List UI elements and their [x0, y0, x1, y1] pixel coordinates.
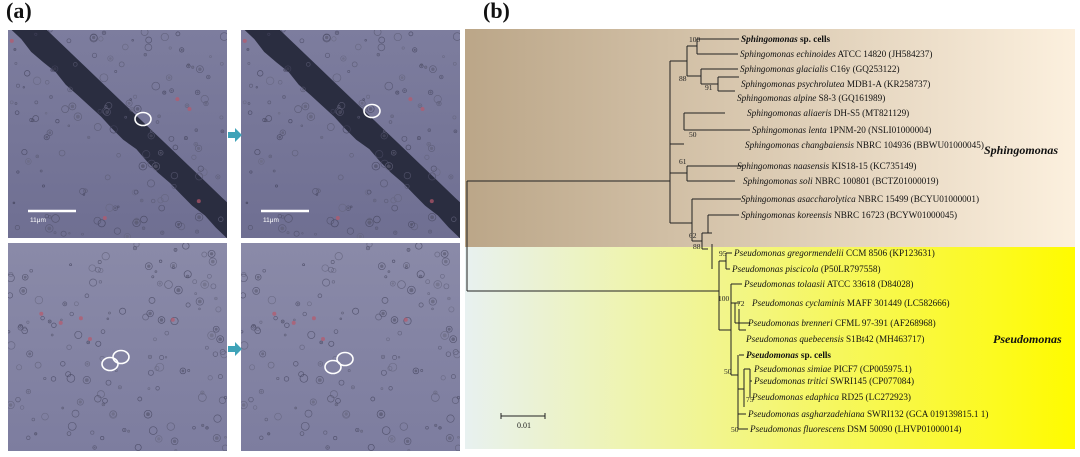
panel-b-label: (b) [483, 0, 510, 23]
taxon-label-sphingomonas: Sphingomonas glacialis C16y (GQ253122) [740, 64, 900, 74]
svg-text:11μm: 11μm [263, 217, 279, 224]
taxon-label-pseudomonas: Pseudomonas brenneri CFML 97-391 (AF2689… [747, 318, 936, 328]
taxon-label-pseudomonas: Pseudomonas cyclaminis MAFF 301449 (LC58… [751, 298, 950, 308]
panel-a-label: (a) [6, 0, 32, 23]
taxon-label-pseudomonas: Pseudomonas asgharzadehiana SWRI132 (GCA… [747, 409, 988, 419]
taxon-label-pseudomonas: Pseudomonas edaphica RD25 (LC272923) [751, 392, 911, 402]
clade-label-sphingomonas: Sphingomonas [984, 143, 1058, 157]
taxon-label-sphingomonas: Sphingomonas koreensis NBRC 16723 (BCYW0… [741, 210, 957, 220]
bootstrap-value: 61 [679, 157, 687, 166]
clade-label-pseudomonas: Pseudomonas [993, 332, 1062, 346]
taxon-label-sphingomonas: Sphingomonas aliaeris DH-S5 (MT821129) [747, 108, 909, 118]
taxon-label-sphingomonas: Sphingomonas lenta 1PNM-20 (NSLI01000004… [752, 125, 931, 135]
sphingomonas-clade-background [465, 29, 1075, 247]
micrograph-top-right: 11μm [241, 30, 460, 238]
bootstrap-value: 88 [679, 74, 687, 83]
taxon-label-pseudomonas: Pseudomonas tolaasii ATCC 33618 (D84028) [743, 279, 913, 289]
bootstrap-value: 95 [719, 249, 727, 258]
taxon-label-sphingomonas: Sphingomonas soli NBRC 100801 (BCTZ01000… [743, 176, 939, 186]
taxon-label-sphingomonas: Sphingomonas echinoides ATCC 14820 (JH58… [740, 49, 932, 59]
pseudomonas-clade-background [465, 247, 1075, 449]
svg-text:11μm: 11μm [30, 217, 46, 224]
bootstrap-value: 91 [705, 83, 713, 92]
taxon-label-sphingomonas: Sphingomonas changbaiensis NBRC 104936 (… [745, 140, 984, 150]
arrow-right-icon [228, 342, 242, 356]
micrograph-top-left: 11μm [8, 30, 227, 238]
taxon-label-pseudomonas: Pseudomonas tritici SWRI145 (CP077084) [753, 376, 914, 386]
taxon-label-sphingomonas: Sphingomonas sp. cells [741, 34, 831, 44]
bootstrap-value: 50 [689, 130, 697, 139]
taxon-label-sphingomonas: Sphingomonas asaccharolytica NBRC 15499 … [741, 194, 979, 204]
taxon-label-pseudomonas: Pseudomonas sp. cells [746, 350, 831, 360]
bootstrap-value: 100 [718, 294, 730, 303]
bootstrap-value: 72 [737, 299, 745, 308]
bootstrap-value: 50 [724, 367, 732, 376]
taxon-label-pseudomonas: Pseudomonas simiae PICF7 (CP005975.1) [753, 364, 912, 374]
taxon-label-sphingomonas: Sphingomonas psychrolutea MDB1-A (KR2587… [741, 79, 930, 89]
scale-bar-label: 0.01 [517, 421, 531, 430]
bootstrap-value: 75 [746, 395, 754, 404]
bootstrap-value: 50 [731, 425, 739, 434]
taxon-label-pseudomonas: Pseudomonas gregormendelii CCM 8506 (KP1… [733, 248, 935, 258]
scale-bar: 0.01 [500, 413, 546, 430]
taxon-label-pseudomonas: Pseudomonas fluorescens DSM 50090 (LHVP0… [749, 424, 961, 434]
bootstrap-value: 62 [689, 231, 697, 240]
micrograph-bottom-left [8, 243, 227, 451]
bootstrap-value: 88 [693, 242, 701, 251]
taxon-label-pseudomonas: Pseudomonas quebecensis S1Bt42 (MH463717… [745, 334, 924, 344]
taxon-label-sphingomonas: Sphingomonas naasensis KIS18-15 (KC73514… [737, 161, 916, 171]
taxon-label-sphingomonas: Sphingomonas alpine S8-3 (GQ161989) [737, 93, 885, 103]
bootstrap-value: 100 [689, 35, 701, 44]
arrow-right-icon [228, 128, 242, 142]
taxon-label-pseudomonas: Pseudomonas piscicola (P50LR797558) [731, 264, 881, 274]
micrograph-bottom-right [241, 243, 460, 451]
